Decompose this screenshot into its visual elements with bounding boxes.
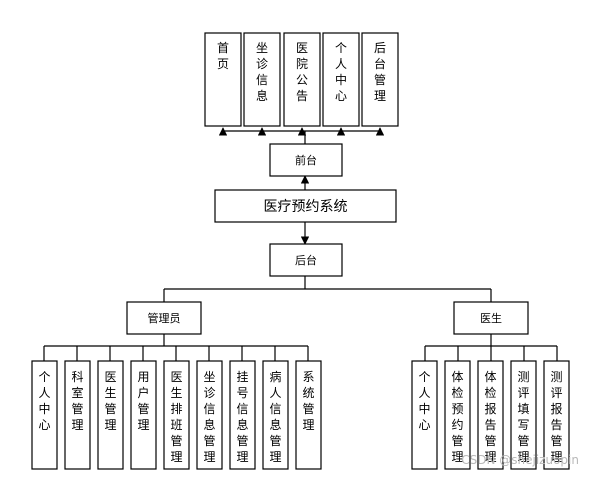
doctor-modules: 个人中心 体检预约管理 体检报告管理 测评填写管理 测评报告管理 — [411, 360, 570, 470]
admin-role-box — [126, 301, 202, 335]
admin-module-box — [229, 360, 256, 470]
admin-module-box — [64, 360, 91, 470]
admin-module-label: 病人信息管理 — [269, 369, 281, 464]
front-module-label: 首页 — [217, 41, 229, 71]
admin-module-label: 医生管理 — [104, 370, 116, 432]
front-module-box — [243, 32, 281, 127]
admin-module-box — [130, 360, 157, 470]
admin-modules: 个人中心 科室管理 医生管理 用户管理 医生排班管理 坐诊信息管理 挂号信息管理… — [31, 360, 322, 470]
doctor-module-label: 体检预约管理 — [451, 370, 463, 464]
admin-module-box — [163, 360, 190, 470]
doctor-module-box — [543, 360, 570, 470]
doctor-module-box — [444, 360, 471, 470]
admin-module-label: 坐诊信息管理 — [203, 370, 215, 464]
front-module-label: 坐诊信息 — [256, 41, 268, 103]
doctor-module-box — [411, 360, 438, 470]
admin-module-label: 用户管理 — [137, 370, 149, 432]
doctor-role-label: 医生 — [480, 311, 502, 325]
admin-module-box — [97, 360, 124, 470]
doctor-module-label: 测评报告管理 — [550, 370, 562, 464]
doctor-module-box — [510, 360, 537, 470]
doctor-module-label: 个人中心 — [418, 370, 430, 432]
doctor-module-label: 体检报告管理 — [484, 370, 496, 464]
connectors — [43, 127, 558, 361]
front-module-box — [322, 32, 360, 127]
admin-module-box — [196, 360, 223, 470]
front-module-label: 个人中心 — [335, 41, 347, 103]
admin-module-box — [295, 360, 322, 470]
front-modules: 首页 坐诊信息 医院公告 个人中心 后台管理 — [204, 32, 399, 127]
admin-module-box — [262, 360, 289, 470]
front-module-box — [283, 32, 321, 127]
doctor-module-box — [477, 360, 504, 470]
admin-module-label: 医生排班管理 — [170, 370, 182, 464]
front-desk-label: 前台 — [295, 153, 317, 167]
doctor-module-label: 测评填写管理 — [517, 370, 529, 464]
system-title: 医疗预约系统 — [264, 199, 348, 215]
front-module-label: 医院公告 — [296, 41, 308, 103]
doctor-role-box — [453, 301, 529, 335]
front-module-box — [204, 32, 242, 127]
admin-role-label: 管理员 — [148, 311, 181, 325]
admin-module-label: 系统管理 — [302, 370, 314, 432]
admin-module-label: 挂号信息管理 — [236, 370, 248, 464]
front-desk-box — [269, 143, 343, 177]
back-office-box — [269, 243, 343, 277]
admin-module-box — [31, 360, 58, 470]
system-box — [214, 189, 397, 223]
back-office-label: 后台 — [295, 253, 317, 267]
front-module-label: 后台管理 — [374, 41, 386, 103]
admin-module-label: 科室管理 — [71, 370, 83, 432]
admin-module-label: 个人中心 — [38, 370, 50, 432]
front-module-box — [361, 32, 399, 127]
watermark: CSDN @shejizuopin — [461, 453, 579, 467]
